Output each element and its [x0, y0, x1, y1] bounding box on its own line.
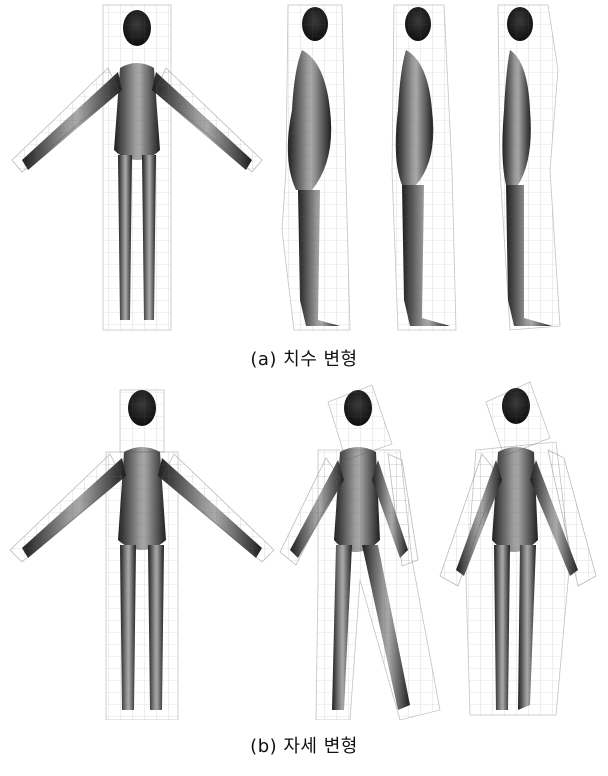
right-arm-cage: [162, 454, 274, 562]
figure-b3-deformed: [440, 382, 596, 715]
body-cage: [282, 5, 350, 330]
body-cage: [316, 450, 440, 720]
body-cage: [103, 5, 171, 330]
head-cage: [120, 390, 164, 452]
figure-a3-side: [392, 5, 456, 330]
figure-b2-deformed: [280, 385, 440, 720]
body-cage: [498, 5, 560, 330]
figure-a4-side: [498, 5, 560, 330]
figure-a1-front: [12, 5, 262, 330]
left-arm-cage: [10, 454, 122, 562]
body-cage: [392, 5, 456, 330]
caption-b: (b) 자세 변형: [0, 732, 608, 758]
left-arm-cage: [12, 68, 118, 172]
body-cage: [106, 452, 178, 720]
panel-b-pose-deformation: [0, 380, 608, 720]
panel-a-size-deformation: [0, 0, 608, 340]
panel-b-figure-set: [0, 380, 608, 720]
right-arm-cage: [156, 68, 262, 172]
figure-b1-reference: [10, 390, 274, 720]
caption-a: (a) 치수 변형: [0, 345, 608, 371]
figure-a2-side: [282, 5, 350, 330]
head-cage: [328, 385, 392, 460]
panel-a-figure-set: [0, 0, 608, 340]
